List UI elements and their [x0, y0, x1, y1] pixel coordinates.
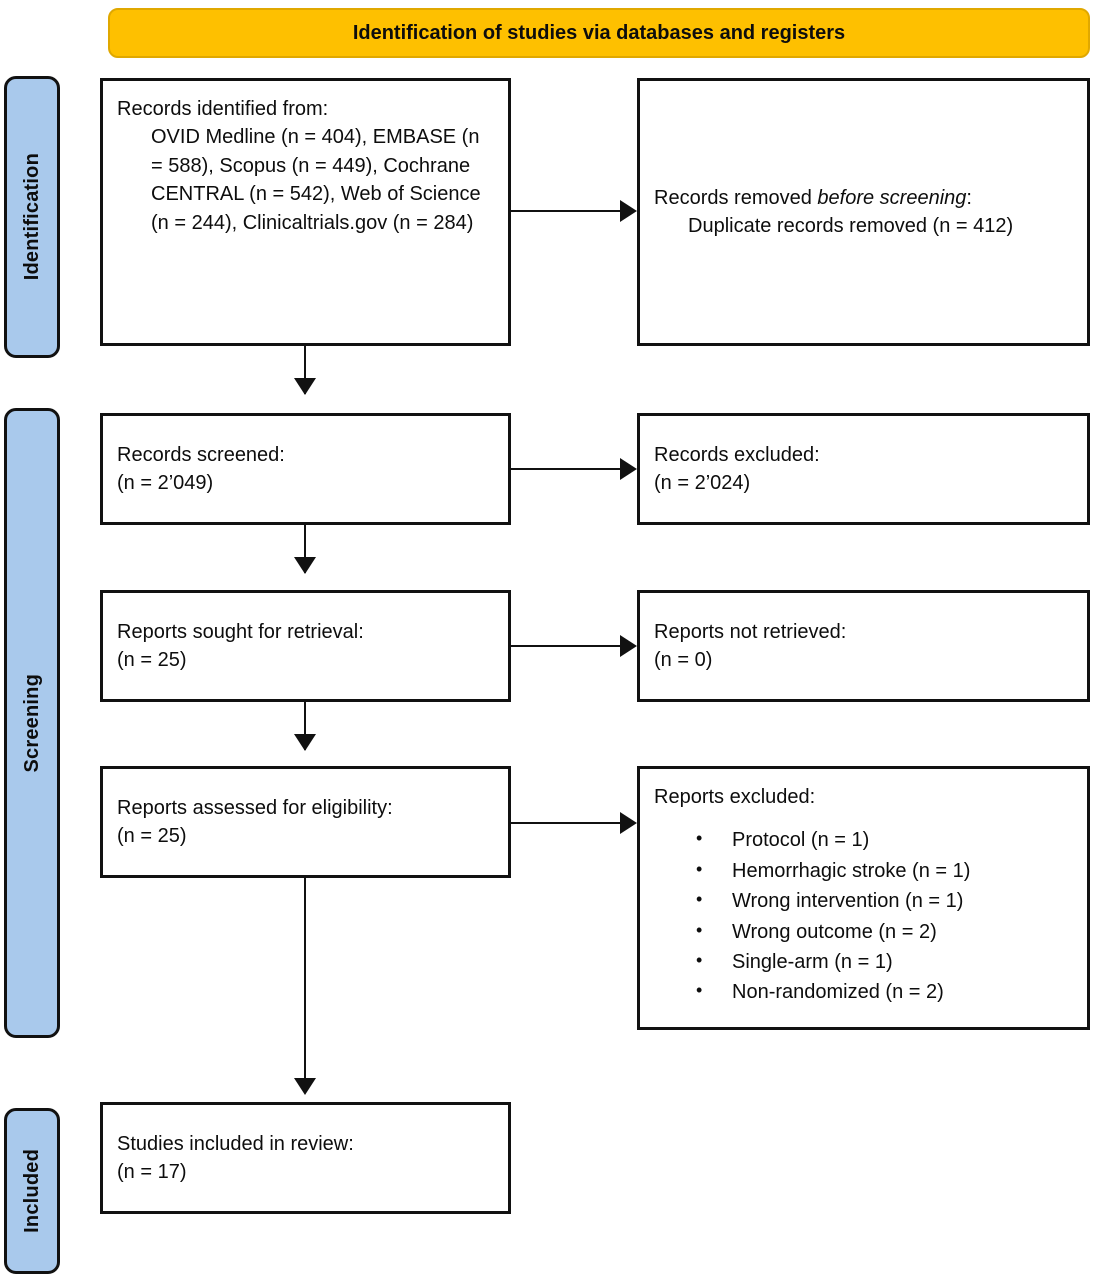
box-records-excluded: Records excluded: (n = 2’024)	[637, 413, 1090, 525]
box-reports-sought: Reports sought for retrieval: (n = 25)	[100, 590, 511, 702]
box-reports-excluded: Reports excluded: • Protocol (n = 1) • H…	[637, 766, 1090, 1030]
records-excluded-line1: Records excluded:	[654, 443, 820, 466]
bullet-icon: •	[696, 919, 703, 940]
records-excluded-line2: (n = 2’024)	[654, 472, 751, 494]
reports-sought-line1: Reports sought for retrieval:	[117, 620, 364, 643]
exclusion-reason: Wrong outcome (n = 2)	[732, 920, 937, 943]
box-records-screened: Records screened: (n = 2’049)	[100, 413, 511, 525]
box-records-removed-text: Records removed before screening: Duplic…	[654, 184, 1073, 241]
box-studies-included: Studies included in review: (n = 17)	[100, 1102, 511, 1214]
studies-included-line2: (n = 17)	[117, 1161, 187, 1183]
box-studies-included-text: Studies included in review: (n = 17)	[117, 1130, 494, 1187]
connector-assessed-to-reports-excluded	[511, 822, 623, 824]
records-removed-heading-pre: Records removed	[654, 186, 818, 209]
records-screened-line1: Records screened:	[117, 443, 285, 466]
bullet-icon: •	[696, 889, 703, 910]
bullet-icon: •	[696, 949, 703, 970]
arrowhead-sought-to-not-retrieved	[620, 635, 637, 657]
exclusion-reason: Single-arm (n = 1)	[732, 950, 893, 973]
records-removed-heading-italic: before screening	[817, 186, 967, 209]
list-item: • Protocol (n = 1)	[696, 825, 1073, 855]
list-item: • Wrong outcome (n = 2)	[696, 917, 1073, 947]
phase-tab-screening-label: Screening	[20, 673, 43, 773]
box-records-screened-text: Records screened: (n = 2’049)	[117, 441, 494, 498]
exclusion-reason: Wrong intervention (n = 1)	[732, 890, 964, 913]
connector-identified-to-removed	[511, 210, 623, 212]
exclusion-reason: Non-randomized (n = 2)	[732, 981, 944, 1004]
box-reports-sought-text: Reports sought for retrieval: (n = 25)	[117, 618, 494, 675]
connector-sought-to-assessed	[304, 702, 306, 750]
records-identified-heading: Records identified from:	[117, 98, 329, 120]
phase-tab-screening: Screening	[4, 408, 60, 1038]
reports-assessed-line2: (n = 25)	[117, 825, 187, 847]
arrowhead-assessed-to-included	[294, 1078, 316, 1095]
exclusion-reason: Protocol (n = 1)	[732, 829, 870, 852]
diagram-title-banner: Identification of studies via databases …	[108, 8, 1090, 58]
arrowhead-screened-to-sought	[294, 557, 316, 574]
reports-excluded-heading: Reports excluded:	[654, 786, 816, 808]
records-identified-sources: OVID Medline (n = 404), EMBASE (n = 588)…	[151, 126, 481, 234]
phase-tab-included-label: Included	[20, 1149, 43, 1233]
bullet-icon: •	[696, 858, 703, 879]
list-item: • Single-arm (n = 1)	[696, 947, 1073, 977]
arrowhead-identified-to-screened	[294, 378, 316, 395]
records-screened-line2: (n = 2’049)	[117, 472, 214, 494]
arrowhead-screened-to-excluded	[620, 458, 637, 480]
bullet-icon: •	[696, 980, 703, 1001]
box-records-identified-text: Records identified from: OVID Medline (n…	[117, 95, 494, 237]
box-reports-assessed-text: Reports assessed for eligibility: (n = 2…	[117, 794, 494, 851]
studies-included-line1: Studies included in review:	[117, 1132, 354, 1155]
connector-sought-to-not-retrieved	[511, 645, 623, 647]
list-item: • Non-randomized (n = 2)	[696, 977, 1073, 1007]
reports-assessed-line1: Reports assessed for eligibility:	[117, 796, 393, 819]
connector-screened-to-sought	[304, 525, 306, 573]
phase-tab-identification-label: Identification	[20, 153, 43, 281]
box-reports-not-retrieved: Reports not retrieved: (n = 0)	[637, 590, 1090, 702]
box-records-identified: Records identified from: OVID Medline (n…	[100, 78, 511, 346]
records-removed-detail: Duplicate records removed (n = 412)	[688, 215, 1014, 237]
list-item: • Wrong intervention (n = 1)	[696, 886, 1073, 916]
box-reports-not-retrieved-text: Reports not retrieved: (n = 0)	[654, 618, 1073, 675]
arrowhead-assessed-to-reports-excluded	[620, 812, 637, 834]
arrowhead-identified-to-removed	[620, 200, 637, 222]
exclusion-reason: Hemorrhagic stroke (n = 1)	[732, 859, 971, 882]
box-records-removed-before-screening: Records removed before screening: Duplic…	[637, 78, 1090, 346]
bullet-icon: •	[696, 828, 703, 849]
box-reports-assessed: Reports assessed for eligibility: (n = 2…	[100, 766, 511, 878]
reports-not-retrieved-line2: (n = 0)	[654, 649, 713, 671]
connector-screened-to-excluded	[511, 468, 623, 470]
reports-sought-line2: (n = 25)	[117, 649, 187, 671]
records-removed-heading-post: :	[966, 186, 972, 209]
diagram-title: Identification of studies via databases …	[352, 21, 846, 44]
phase-tab-included: Included	[4, 1108, 60, 1274]
reports-not-retrieved-line1: Reports not retrieved:	[654, 620, 847, 643]
arrowhead-sought-to-assessed	[294, 734, 316, 751]
box-records-excluded-text: Records excluded: (n = 2’024)	[654, 441, 1073, 498]
phase-tab-identification: Identification	[4, 76, 60, 358]
connector-identified-to-screened	[304, 346, 306, 394]
list-item: • Hemorrhagic stroke (n = 1)	[696, 856, 1073, 886]
reports-excluded-list: • Protocol (n = 1) • Hemorrhagic stroke …	[654, 825, 1073, 1007]
connector-assessed-to-included	[304, 878, 306, 1086]
